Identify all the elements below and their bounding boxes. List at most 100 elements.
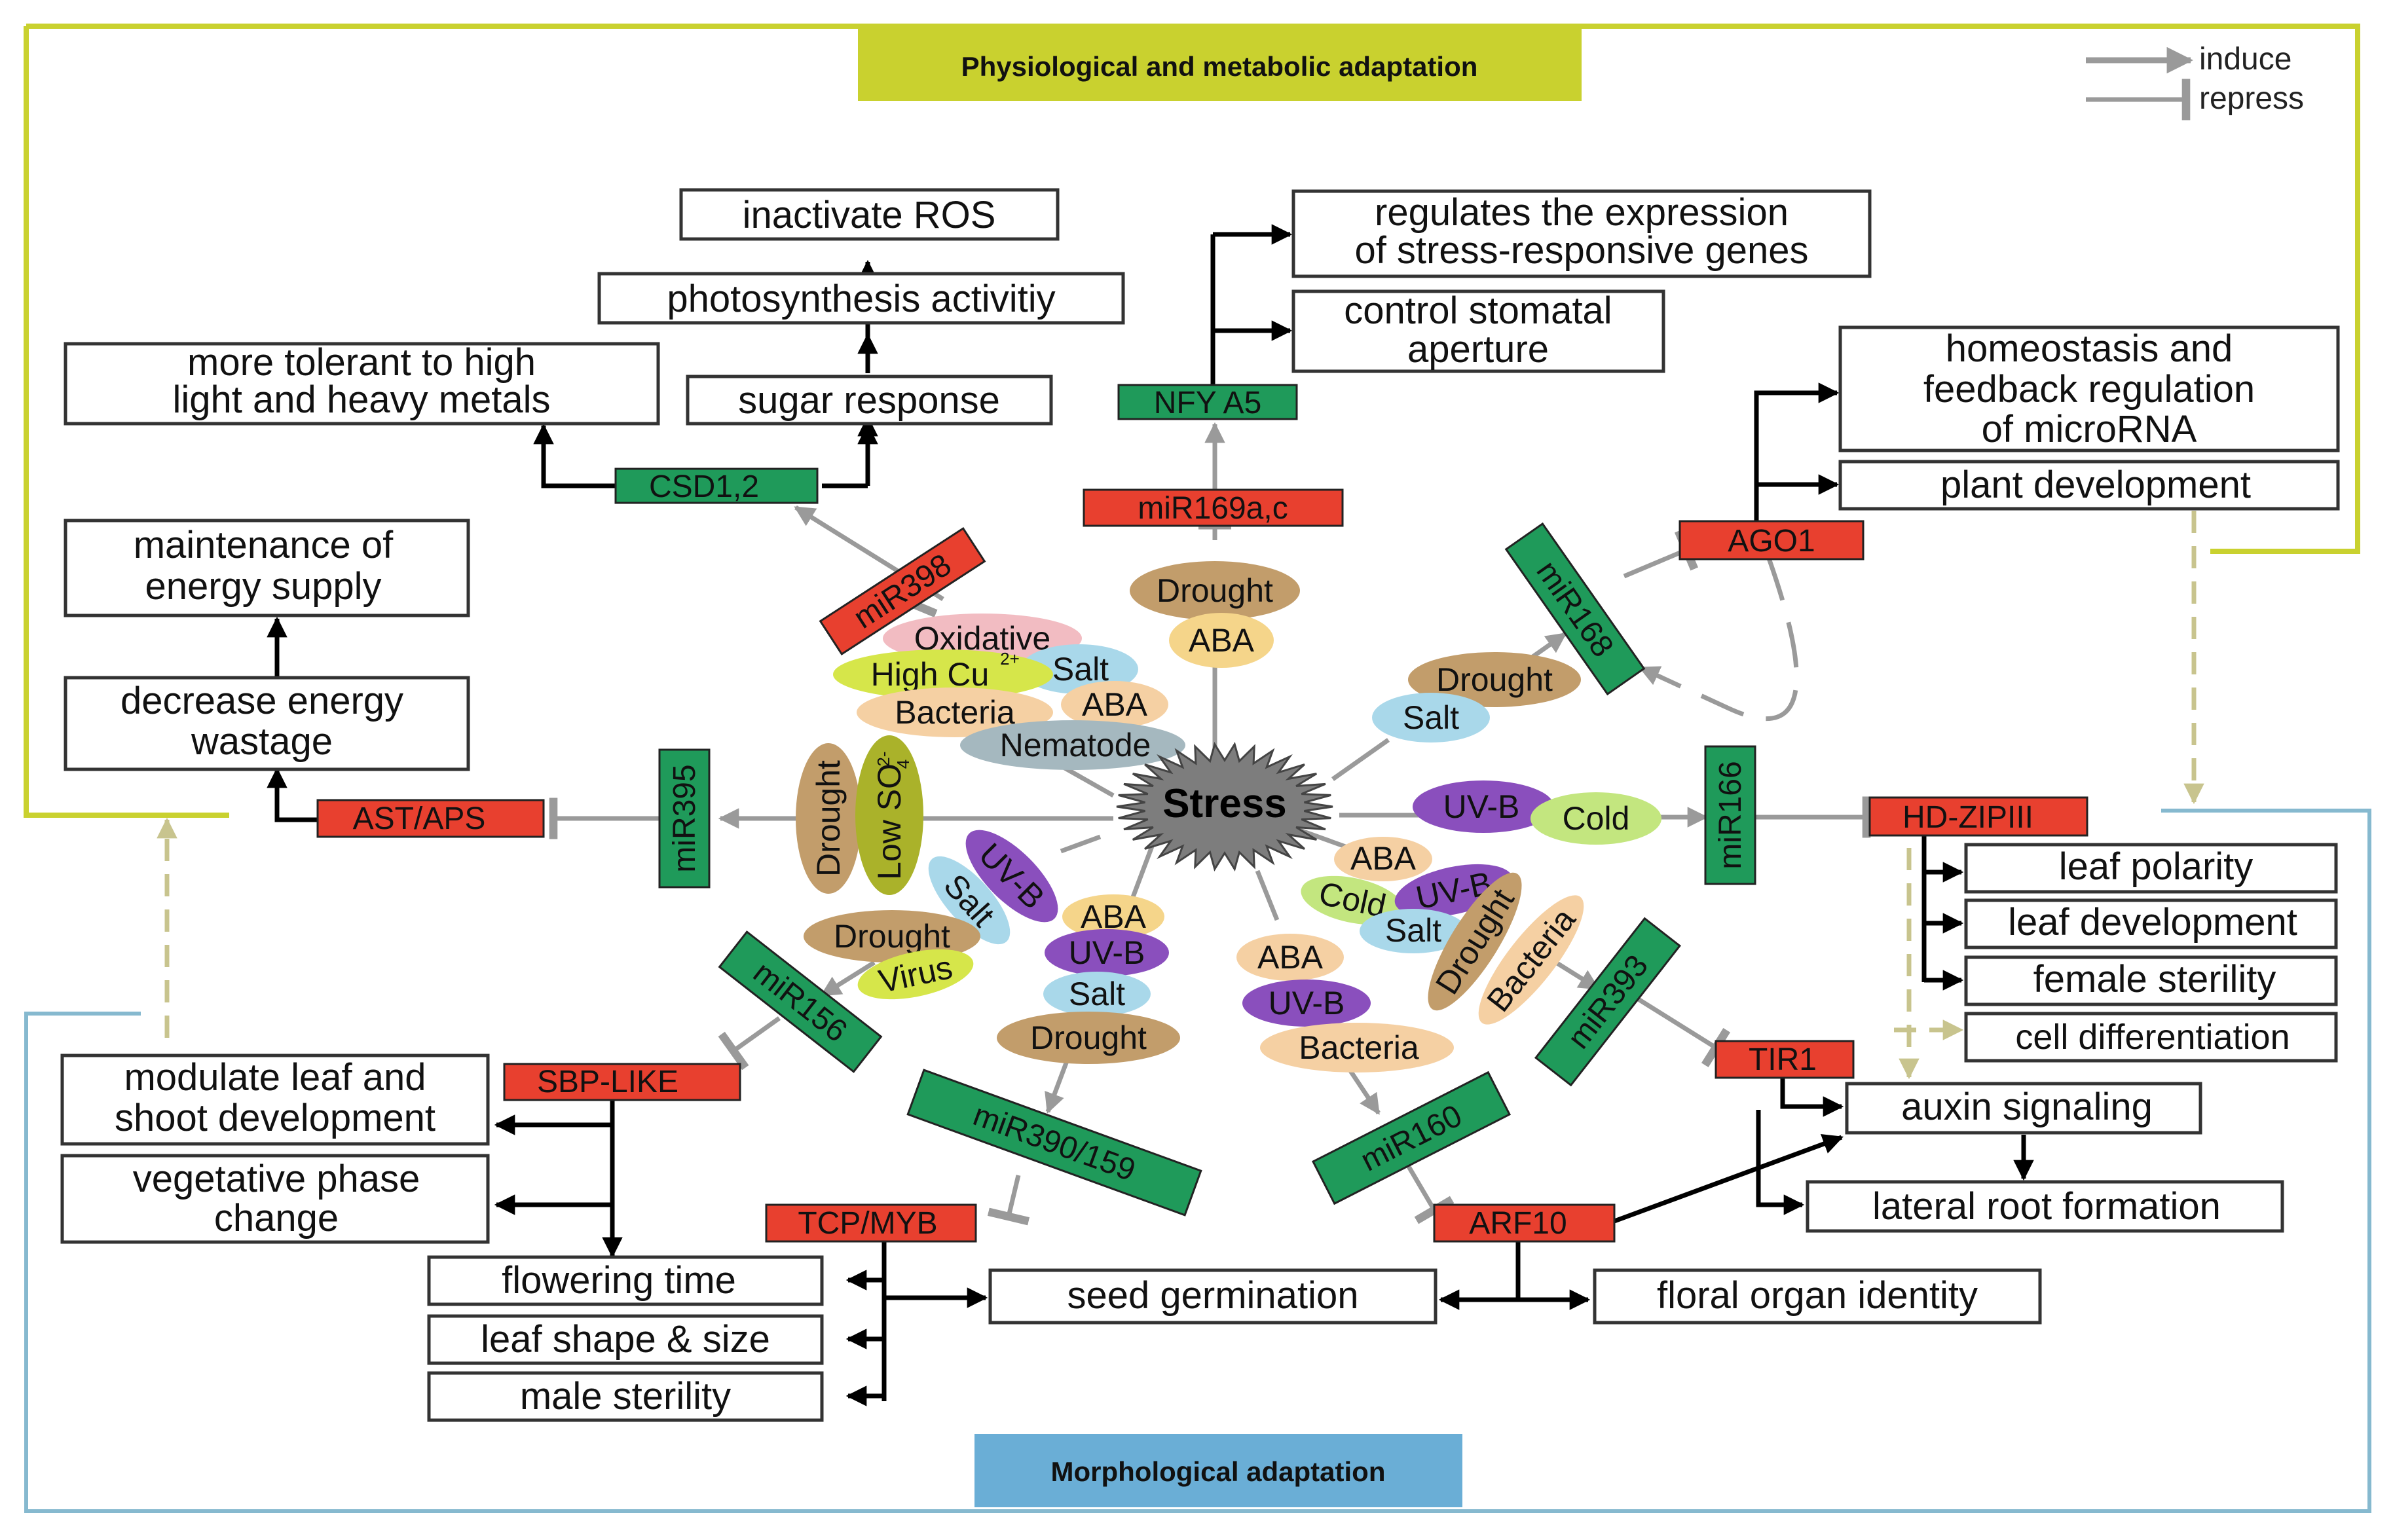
svg-text:cell differentiation: cell differentiation [2015, 1018, 2290, 1057]
stress-bubbles: Oxidative Salt High Cu 2+ Bacteria ABA N… [796, 561, 1661, 1072]
bubble-uvb-h: UV-B [1045, 929, 1169, 976]
svg-text:Salt: Salt [1052, 651, 1109, 688]
svg-text:AST/APS: AST/APS [353, 801, 486, 836]
svg-text:2-: 2- [874, 751, 893, 766]
svg-text:of microRNA: of microRNA [1982, 408, 2197, 450]
bubble-cold-e: Cold [1530, 792, 1661, 845]
svg-text:decrease energy: decrease energy [121, 680, 403, 722]
svg-text:ABA: ABA [1081, 898, 1147, 935]
svg-text:aperture: aperture [1407, 328, 1549, 371]
svg-text:Bacteria: Bacteria [1299, 1029, 1419, 1066]
svg-text:miR169a,c: miR169a,c [1138, 491, 1288, 526]
bubble-drought-h: Drought [997, 1012, 1180, 1064]
svg-text:control stomatal: control stomatal [1344, 289, 1612, 332]
legend-induce-label: induce [2199, 42, 2291, 77]
bubble-bacteria-a: Bacteria [857, 688, 1053, 737]
svg-text:Salt: Salt [1069, 976, 1125, 1012]
bubble-bacteria-g: Bacteria [1260, 1023, 1454, 1072]
svg-text:ABA: ABA [1082, 686, 1148, 723]
box-homeostasis: homeostasis and feedback regulation of m… [1838, 325, 2340, 452]
bubble-low-so4: Low SO 4 2- [855, 735, 923, 895]
svg-text:NFY A5: NFY A5 [1154, 386, 1262, 420]
svg-text:Nematode: Nematode [1000, 727, 1151, 763]
bubble-salt-h: Salt [1043, 972, 1151, 1016]
box-male-sterility: male sterility [427, 1371, 824, 1422]
box-stomatal-aperture: control stomatal aperture [1291, 289, 1665, 373]
bubble-high-cu: High Cu 2+ [833, 649, 1053, 699]
svg-text:of stress-responsive genes: of stress-responsive genes [1354, 229, 1808, 272]
bubble-aba-b: ABA [1169, 613, 1274, 668]
box-leaf-shape: leaf shape & size [427, 1314, 824, 1365]
bubble-cold-f: Cold [1301, 875, 1404, 925]
svg-text:leaf development: leaf development [2008, 901, 2297, 944]
svg-text:modulate leaf and: modulate leaf and [124, 1056, 426, 1099]
svg-text:auxin signaling: auxin signaling [1901, 1086, 2153, 1128]
gene-ast-aps: AST/APS [316, 799, 545, 838]
svg-text:CSD1,2: CSD1,2 [649, 469, 759, 504]
box-inactivate-ros: inactivate ROS [679, 188, 1060, 241]
svg-text:Drought: Drought [834, 918, 950, 955]
svg-text:Salt: Salt [1385, 912, 1441, 949]
svg-text:flowering time: flowering time [502, 1259, 736, 1302]
gene-csd12: CSD1,2 [614, 468, 819, 504]
svg-text:TCP/MYB: TCP/MYB [798, 1206, 937, 1241]
stress-label: Stress [1162, 781, 1287, 826]
stress-starburst-icon [1116, 742, 1333, 871]
box-sugar-response: sugar response [686, 375, 1053, 426]
svg-text:ARF10: ARF10 [1469, 1206, 1567, 1241]
box-vegetative-phase: vegetative phase change [60, 1154, 490, 1244]
bubble-aba-g: ABA [1236, 934, 1344, 981]
bubble-drought-d: Drought [796, 743, 861, 894]
svg-text:Drought: Drought [1436, 661, 1553, 698]
svg-text:lateral root formation: lateral root formation [1872, 1185, 2221, 1228]
svg-text:maintenance of: maintenance of [134, 524, 394, 566]
bubble-salt-f: Salt [1360, 909, 1467, 953]
gene-arf10: ARF10 [1433, 1203, 1616, 1243]
bubble-aba-h: ABA [1062, 894, 1164, 939]
bubble-uvb-e: UV-B [1413, 780, 1554, 833]
bubble-drought-c: Drought [1408, 652, 1581, 707]
box-auxin-signaling: auxin signaling [1845, 1082, 2202, 1135]
svg-text:Low SO: Low SO [871, 763, 908, 880]
mirna-mir166: miR166 [1704, 745, 1756, 885]
svg-text:seed germination: seed germination [1067, 1274, 1359, 1317]
svg-text:vegetative phase: vegetative phase [133, 1158, 420, 1200]
box-more-tolerant: more tolerant to high light and heavy me… [64, 341, 660, 426]
bubble-nematode: Nematode [960, 720, 1185, 770]
stress-center: Stress [1116, 742, 1333, 871]
bubble-aba-a: ABA [1061, 681, 1168, 728]
gene-boxes: NFY A5 CSD1,2 AGO1 AST/APS HD-ZIPIII SBP… [316, 384, 2088, 1243]
box-floral-organ: floral organ identity [1593, 1268, 2042, 1325]
svg-text:ABA: ABA [1257, 939, 1324, 976]
bubble-aba-f: ABA [1334, 837, 1432, 881]
svg-text:sugar response: sugar response [738, 379, 1000, 422]
svg-text:regulates the expression: regulates the expression [1375, 191, 1789, 234]
svg-text:4: 4 [893, 760, 913, 769]
box-modulate-leaf: modulate leaf and shoot development [60, 1054, 490, 1146]
svg-text:SBP-LIKE: SBP-LIKE [537, 1065, 678, 1099]
svg-text:male sterility: male sterility [520, 1375, 731, 1418]
svg-text:ABA: ABA [1189, 622, 1255, 659]
svg-text:Drought: Drought [810, 760, 847, 877]
box-lateral-root: lateral root formation [1806, 1180, 2284, 1233]
box-cell-differentiation: cell differentiation [1964, 1012, 2338, 1063]
outcome-boxes: inactivate ROS photosynthesis activitiy … [60, 188, 2340, 1422]
box-leaf-polarity: leaf polarity [1964, 843, 2338, 894]
morphological-label: Morphological adaptation [974, 1434, 1462, 1507]
svg-text:TIR1: TIR1 [1749, 1042, 1817, 1077]
svg-text:plant development: plant development [1940, 464, 2251, 506]
svg-text:Cold: Cold [1563, 800, 1630, 837]
svg-text:ABA: ABA [1350, 840, 1417, 877]
physiological-frame [24, 24, 2360, 818]
svg-text:miR395: miR395 [667, 764, 702, 872]
physiological-label-text: Physiological and metabolic adaptation [961, 51, 1478, 82]
svg-text:more tolerant to high: more tolerant to high [187, 341, 536, 384]
gene-nfya5: NFY A5 [1117, 384, 1298, 420]
mirna-mir395: miR395 [658, 748, 711, 889]
svg-text:HD-ZIPIII: HD-ZIPIII [1902, 800, 2033, 835]
bubble-salt-c: Salt [1372, 693, 1490, 742]
mirna-mir169: miR169a,c [1083, 488, 1344, 527]
svg-text:leaf polarity: leaf polarity [2059, 845, 2254, 888]
svg-text:feedback regulation: feedback regulation [1923, 368, 2255, 411]
